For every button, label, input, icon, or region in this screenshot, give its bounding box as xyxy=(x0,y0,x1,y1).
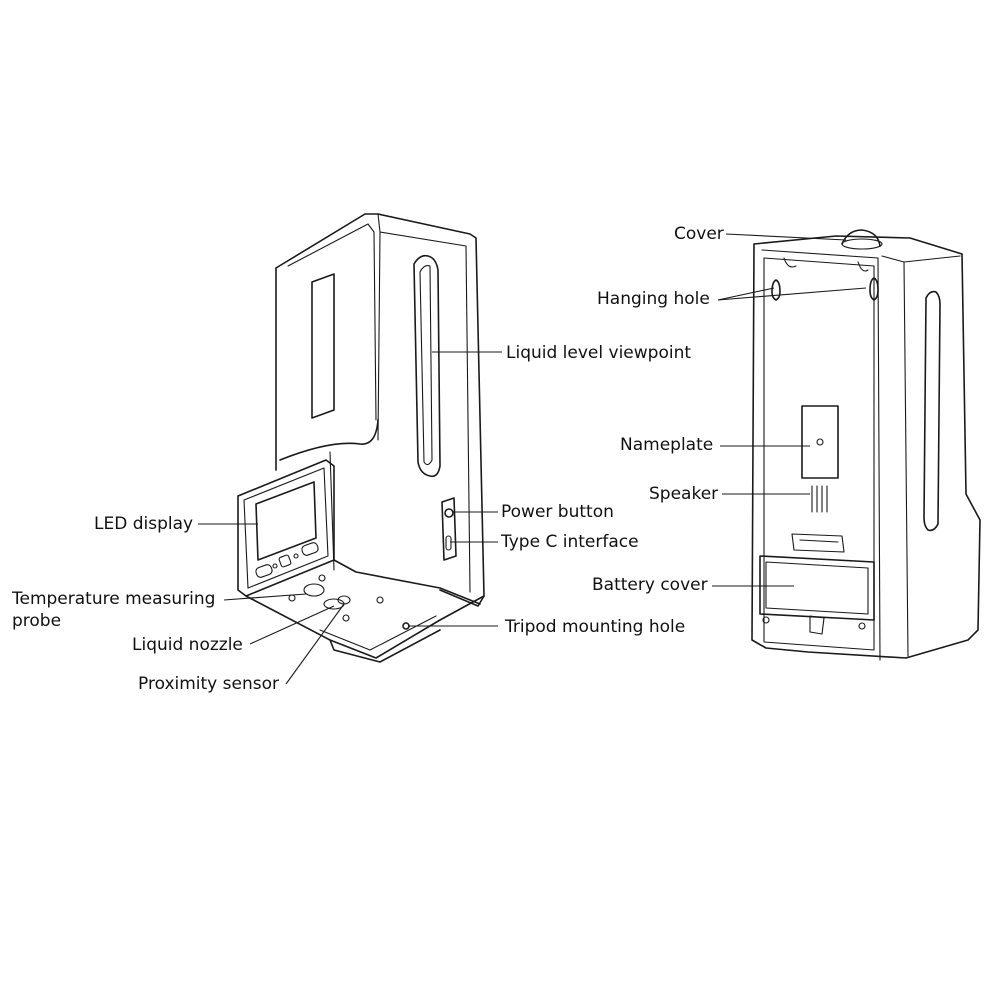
power-button xyxy=(444,508,454,518)
speaker-grille xyxy=(811,485,828,513)
label-nameplate: Nameplate xyxy=(620,435,713,455)
back-view-device xyxy=(751,229,981,661)
temperature-probe xyxy=(303,583,325,597)
front-window-slot xyxy=(311,273,335,419)
label-proximity-sensor: Proximity sensor xyxy=(138,674,279,694)
base-tray xyxy=(245,595,485,659)
battery-cover xyxy=(759,555,875,621)
label-liquid-level-viewpoint: Liquid level viewpoint xyxy=(506,343,691,363)
side-button-panel xyxy=(441,497,457,561)
label-type-c-interface: Type C interface xyxy=(500,532,639,552)
label-power-button: Power button xyxy=(501,502,614,522)
label-temperature-probe-line2: probe xyxy=(12,611,61,631)
nameplate xyxy=(801,405,839,479)
type-c-port xyxy=(445,535,452,551)
cover-dome xyxy=(841,229,881,247)
front-view-device xyxy=(237,213,485,663)
label-cover: Cover xyxy=(674,224,724,244)
led-screen xyxy=(255,481,317,561)
liquid-level-slot xyxy=(413,254,441,478)
back-body-outline xyxy=(751,235,981,659)
label-liquid-nozzle: Liquid nozzle xyxy=(132,635,243,655)
label-battery-cover: Battery cover xyxy=(592,575,708,595)
leader-lines xyxy=(198,233,867,685)
back-side-slot xyxy=(923,290,941,532)
label-led-display: LED display xyxy=(94,514,193,534)
label-temperature-probe-line1: Temperature measuring xyxy=(11,589,215,609)
hanging-hole-left xyxy=(771,279,781,301)
hanging-hole-right xyxy=(869,277,879,301)
label-tripod-mounting-hole: Tripod mounting hole xyxy=(504,617,685,637)
label-speaker: Speaker xyxy=(649,484,718,504)
label-hanging-hole: Hanging hole xyxy=(597,289,710,309)
